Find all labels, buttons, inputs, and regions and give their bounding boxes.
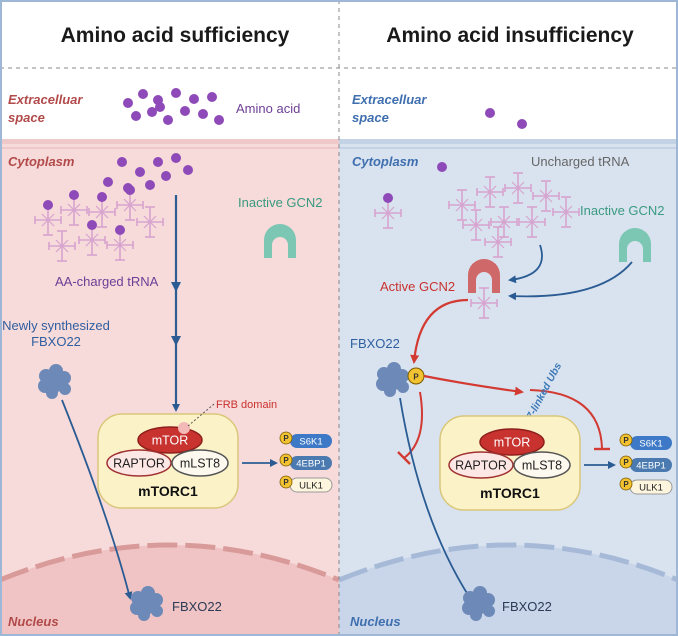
left-extracellular-label-1: Extracelluar — [8, 92, 83, 107]
right-mlst8-label: mLST8 — [522, 459, 562, 473]
left-title: Amino acid sufficiency — [61, 24, 290, 47]
right-cytoplasm-label: Cytoplasm — [352, 154, 419, 169]
gcn2-activation-arrow — [508, 261, 633, 301]
left-4ebp1-label: 4EBP1 — [296, 459, 326, 470]
frb-domain-label: FRB domain — [216, 399, 277, 411]
svg-text:P: P — [283, 434, 289, 443]
left-substrates: S6K1 4EBP1 ULK1 P P P — [279, 431, 333, 493]
gcn2-phosphorylates-fbxo22-arrow — [410, 298, 469, 364]
left-extracellular-label-2: space — [8, 110, 45, 125]
left-nucleus-bg — [0, 545, 339, 636]
right-fbxo22-label: FBXO22 — [350, 336, 400, 351]
active-gcn2-label: Active GCN2 — [380, 279, 455, 294]
right-extracellular-label-2: space — [352, 110, 389, 125]
svg-text:P: P — [413, 373, 419, 382]
left-nucleus-label: Nucleus — [8, 614, 59, 629]
left-mtorc1-label: mTORC1 — [138, 483, 198, 499]
svg-text:P: P — [623, 458, 629, 467]
left-charged-trna-cluster — [34, 153, 193, 262]
left-ulk1-label: ULK1 — [299, 481, 323, 492]
left-raptor-label: RAPTOR — [113, 457, 165, 471]
left-inactive-gcn2-label: Inactive GCN2 — [238, 195, 323, 210]
left-nuclear-import-arrow — [61, 399, 133, 600]
inhibition-left — [397, 451, 411, 465]
right-title: Amino acid insufficiency — [386, 24, 634, 47]
svg-text:P: P — [283, 478, 289, 487]
left-panel: Amino acid sufficiency Extracelluar spac… — [0, 24, 340, 636]
right-mtor-label: mTOR — [494, 436, 531, 450]
aa-charged-trna-label: AA-charged tRNA — [55, 274, 159, 289]
right-single-trna — [374, 193, 402, 229]
svg-text:P: P — [283, 456, 289, 465]
left-s6k1-label: S6K1 — [299, 437, 322, 448]
right-substrates: S6K1 4EBP1 ULK1 P P P — [619, 433, 673, 495]
left-mlst8-label: mLST8 — [180, 457, 220, 471]
right-raptor-label: RAPTOR — [455, 459, 507, 473]
right-extracellular-label-1: Extracelluar — [352, 92, 427, 107]
right-nuclear-import-arrow — [399, 397, 472, 600]
right-nucleus-label: Nucleus — [350, 614, 401, 629]
right-4ebp1-label: 4EBP1 — [636, 461, 666, 472]
left-nucleus-fbxo22-label: FBXO22 — [172, 599, 222, 614]
right-mtorc1-label: mTORC1 — [480, 485, 540, 501]
amino-acid-label: Amino acid — [236, 101, 300, 116]
svg-text:P: P — [623, 436, 629, 445]
left-mtorc1-complex: mTOR RAPTOR mLST8 mTORC1 — [97, 413, 239, 509]
right-mtorc1-complex: mTOR RAPTOR mLST8 mTORC1 — [439, 415, 581, 511]
right-nucleus-fbxo22-label: FBXO22 — [502, 599, 552, 614]
right-panel: Amino acid insufficiency Extracelluar sp… — [338, 24, 678, 636]
left-amino-acid-cluster — [123, 88, 224, 125]
right-ulk1-label: ULK1 — [639, 483, 663, 494]
left-cytoplasm-label: Cytoplasm — [8, 154, 75, 169]
right-nucleus-bg — [339, 545, 678, 636]
right-s6k1-label: S6K1 — [639, 439, 662, 450]
ubiquitination-arrow — [423, 374, 524, 396]
newly-synthesized-label-1: Newly synthesized — [2, 318, 110, 333]
left-mtor-label: mTOR — [152, 434, 189, 448]
uncharged-trna-label: Uncharged tRNA — [531, 154, 630, 169]
newly-synthesized-label-2: FBXO22 — [31, 334, 81, 349]
right-inactive-gcn2-label: Inactive GCN2 — [580, 203, 665, 218]
trna-to-gcn2-arrow — [508, 244, 543, 284]
right-amino-acids — [437, 108, 527, 172]
svg-text:P: P — [623, 480, 629, 489]
